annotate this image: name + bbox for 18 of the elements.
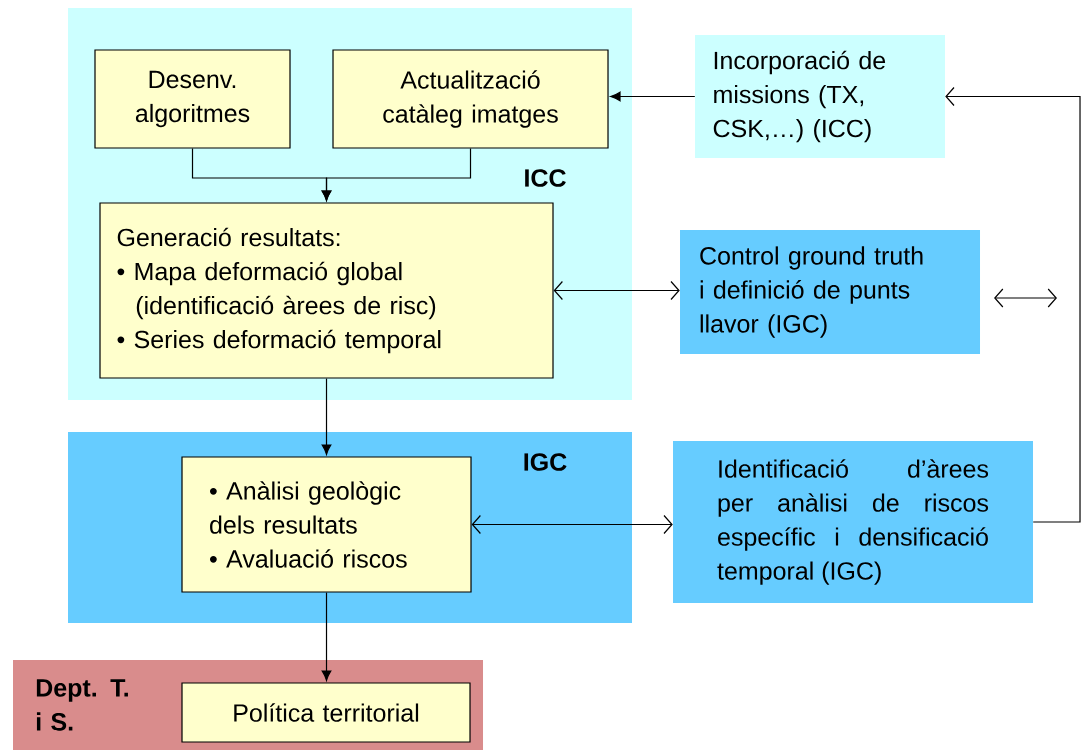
band-label: IGC [524,453,567,471]
process-box: Política territorial [181,682,471,743]
arrow [321,592,332,681]
band-label: ICC [525,169,566,187]
arrow [471,514,673,535]
process-box: • Anàlisi geològic dels resultats • Avaluació riscos [181,456,472,593]
arrow [945,86,1081,523]
arrow [321,148,472,201]
process-box: Actualització catàleg imatges [332,49,609,149]
process-box: Generació resultats: • Mapa deformació global (identificació àrees de risc) • Series deformació temporal [99,202,554,379]
band-label: Dept. T. i S. [36,679,128,731]
arrow [553,280,680,301]
info-box: Incorporació de missions (TX, CSK,…) (ICC) [695,35,945,158]
info-box: Identificació d’àrees per anàlisi de riscos específic i densificació temporal (IGC) [673,441,1033,603]
arrow [610,91,696,102]
process-box: Desenv. algoritmes [94,49,291,149]
arrow [321,378,332,455]
info-box: Control ground truth i definició de punts llavor (IGC) [680,230,980,354]
